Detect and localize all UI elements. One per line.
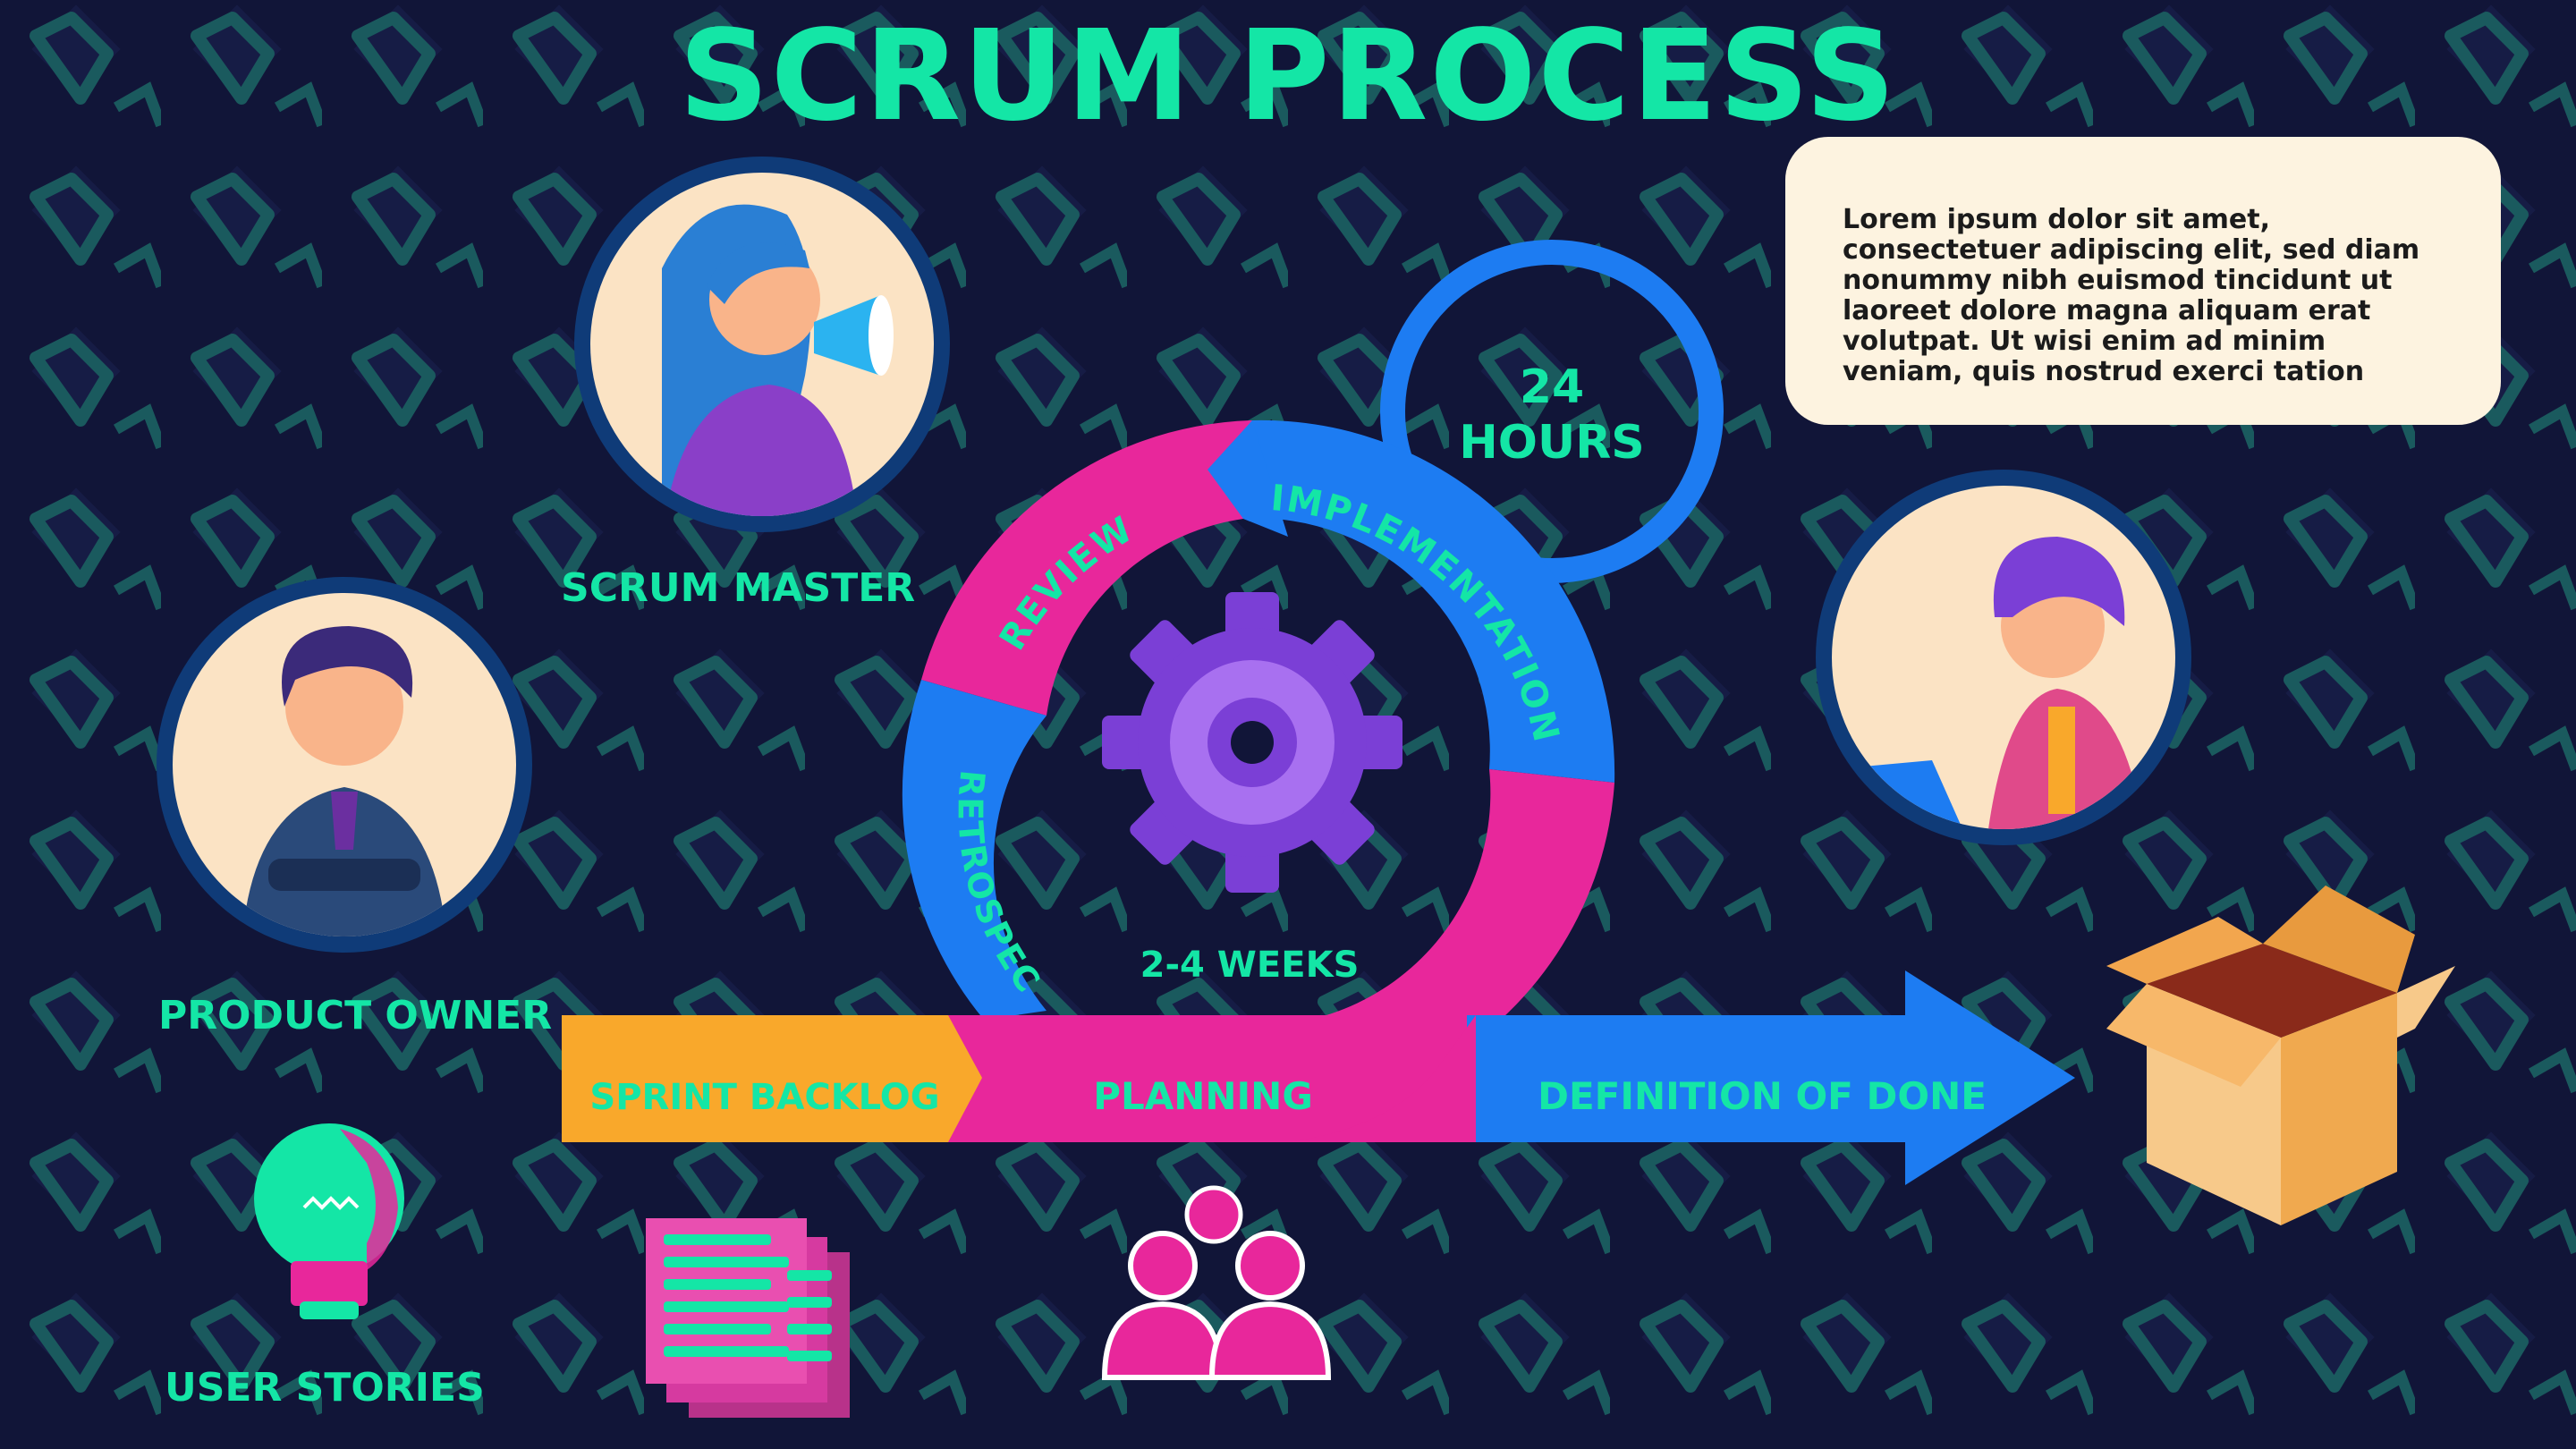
daily-unit: HOURS: [1459, 416, 1644, 470]
team-icon: [1101, 1185, 1332, 1380]
developer-avatar: [1816, 470, 2191, 845]
daily-number: 24: [1520, 360, 1584, 414]
scrum-master-label: SCRUM MASTER: [561, 565, 916, 611]
flow-arrow: [562, 970, 2075, 1185]
user-stories-label: USER STORIES: [165, 1365, 485, 1411]
note-text: Lorem ipsum dolor sit amet, consectetuer…: [1843, 204, 2420, 387]
sprint-backlog-label: SPRINT BACKLOG: [589, 1077, 939, 1118]
open-box-icon: [2106, 886, 2455, 1225]
megaphone-icon: [814, 295, 894, 376]
retrospect-label: RETROSPECT: [0, 0, 1048, 1001]
lightbulb-icon: [254, 1123, 404, 1319]
product-owner-label: PRODUCT OWNER: [158, 993, 553, 1038]
product-owner-avatar: [157, 577, 532, 953]
definition-of-done-label: DEFINITION OF DONE: [1538, 1074, 1987, 1118]
sprint-length-label: 2-4 WEEKS: [1140, 945, 1360, 986]
documents-icon: [646, 1218, 850, 1418]
daily-ring: [1380, 240, 1724, 583]
scrum-master-avatar: [574, 157, 950, 532]
gear-icon: [1102, 592, 1402, 893]
page-title: SCRUM PROCESS: [678, 4, 1898, 149]
planning-label: PLANNING: [1093, 1074, 1313, 1118]
note-card: Lorem ipsum dolor sit amet, consectetuer…: [1785, 137, 2501, 425]
